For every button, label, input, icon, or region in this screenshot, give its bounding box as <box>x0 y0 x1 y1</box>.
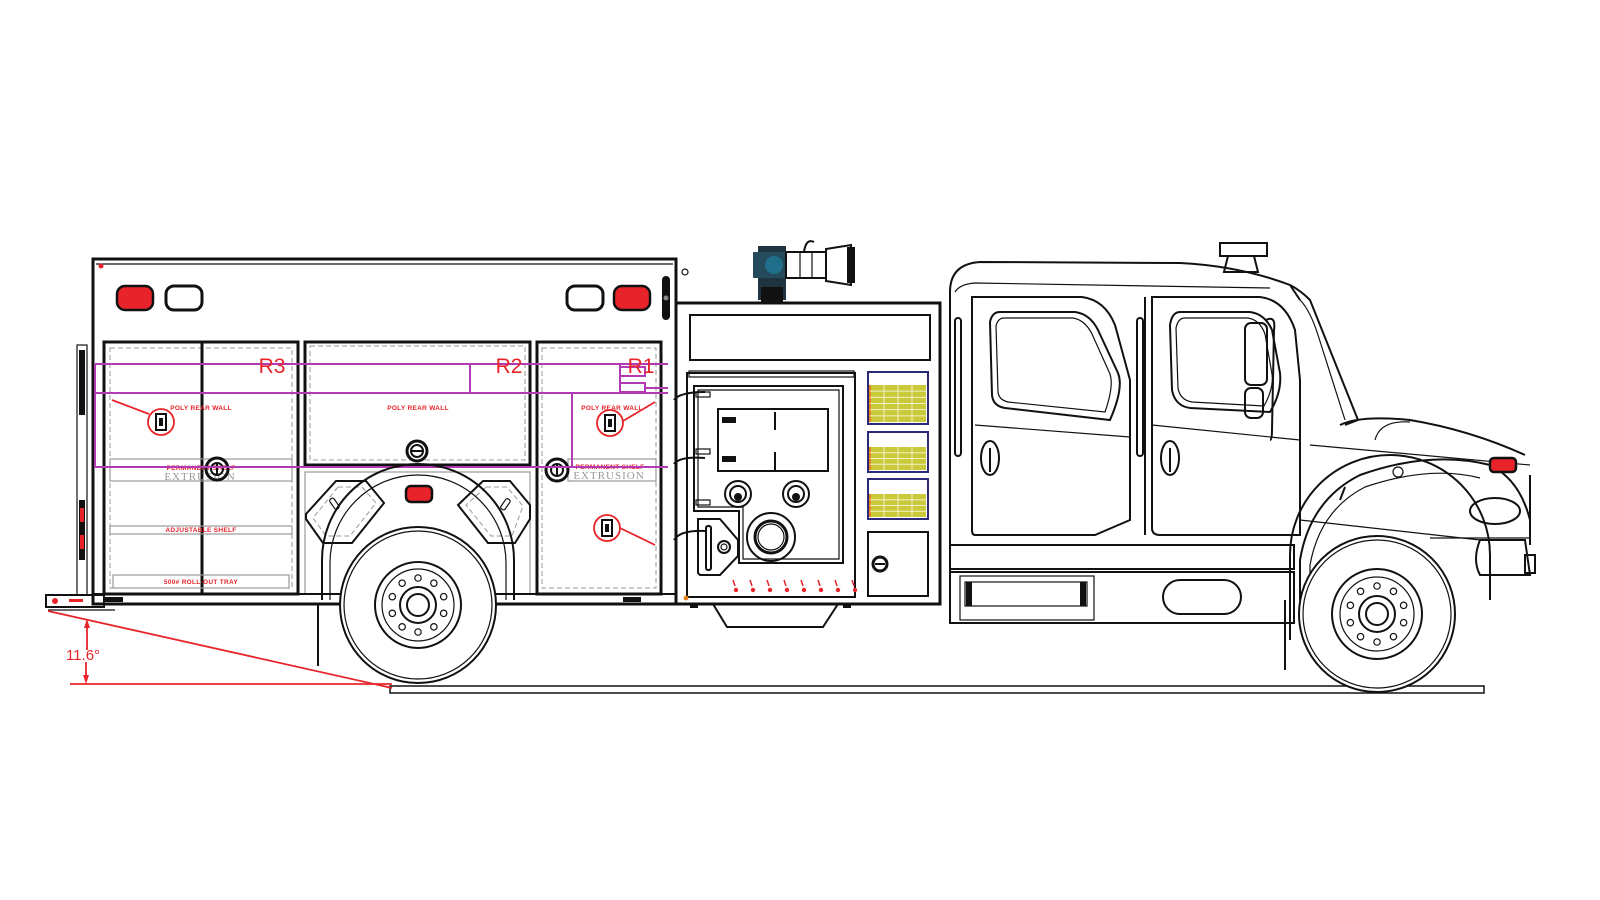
rear-wheel-lug-nuts <box>388 574 448 636</box>
ground-line <box>389 685 1485 694</box>
r2-poly-rear-wall-label: POLY REAR WALL <box>387 405 449 412</box>
compartment-label-r1: R1 <box>628 355 655 378</box>
cab-step-box <box>949 544 1295 624</box>
front-wheel <box>1289 454 1491 693</box>
lug-nut <box>439 592 448 601</box>
lug-nut <box>1356 587 1365 596</box>
roof-light-bar <box>1219 242 1268 273</box>
side-mirror[interactable] <box>1244 317 1276 441</box>
lug-nut <box>1389 632 1398 641</box>
lug-nut <box>1399 618 1408 627</box>
main-intake[interactable] <box>746 512 796 562</box>
lug-nut <box>1356 632 1365 641</box>
lug-nut <box>388 592 397 601</box>
lug-nut <box>414 574 422 582</box>
lug-nut <box>1389 587 1398 596</box>
drain-valve-icon[interactable] <box>817 579 824 593</box>
rear-door-handle-icon[interactable] <box>980 440 1000 476</box>
headlight <box>1469 497 1521 525</box>
cab-grab-handle-rear[interactable] <box>954 317 962 457</box>
r3-rollout-tray-label: 500# ROLL-OUT TRAY <box>164 579 239 586</box>
lug-nut <box>388 609 397 618</box>
compartment-label-r2: R2 <box>496 355 523 378</box>
rear-backup-light-left <box>164 284 204 312</box>
drain-valve-icon[interactable] <box>766 579 773 593</box>
compartment-label-r3: R3 <box>259 355 286 378</box>
routing-lines <box>94 363 668 468</box>
cab <box>949 242 1536 670</box>
rear-brake-light-left <box>115 284 155 312</box>
cab-step[interactable] <box>964 581 1088 607</box>
left-angled-hatch[interactable] <box>305 480 386 544</box>
deck-gun-monitor[interactable] <box>753 240 855 303</box>
lug-nut <box>1399 601 1408 610</box>
drain-valve-icon[interactable] <box>851 579 858 593</box>
lug-nut <box>1373 582 1381 590</box>
lug-nut <box>430 623 438 631</box>
compartment-r2[interactable]: POLY REAR WALL <box>303 340 532 467</box>
rear-cab-door[interactable] <box>971 296 1131 536</box>
drain-valve-icon[interactable] <box>800 579 807 593</box>
pump-panel <box>673 301 942 628</box>
lug-nut <box>430 579 438 587</box>
front-cab-door[interactable] <box>1151 296 1301 536</box>
rear-brake-light-right <box>612 284 652 312</box>
r1-poly-rear-wall-label: POLY REAR WALL <box>581 405 643 412</box>
drain-valve-icon[interactable] <box>749 579 756 593</box>
departure-angle-label: 11.6° <box>66 647 100 664</box>
r3-power-outlet-icon <box>111 399 175 436</box>
gauge-cover[interactable] <box>717 408 829 472</box>
rear-backup-light-right <box>565 284 605 312</box>
side-marker-light <box>404 484 434 504</box>
r2-door-latch-icon[interactable] <box>405 439 429 463</box>
r3-permanent-shelf-label: PERMANENT SHELF <box>167 465 236 472</box>
lug-nut <box>398 579 406 587</box>
lug-nut <box>398 623 406 631</box>
front-wheel-lug-nuts <box>1346 582 1408 646</box>
lug-nut <box>1373 638 1381 646</box>
r1-door-latch-icon[interactable] <box>544 457 570 483</box>
marker-light-icon <box>98 263 104 269</box>
front-marker-light <box>1488 456 1518 474</box>
pump-side-small-compartment[interactable] <box>867 531 929 597</box>
lug-nut <box>1346 601 1355 610</box>
cab-grab-handle-front[interactable] <box>1136 317 1144 457</box>
drain-valve-icon[interactable] <box>732 579 739 593</box>
front-bumper <box>1475 539 1532 576</box>
drain-valve-icon[interactable] <box>783 579 790 593</box>
departure-angle-dimension: 11.6° <box>47 610 393 689</box>
rear-wheel-well-panel <box>304 471 531 595</box>
r1-lower-power-outlet-icon <box>593 514 656 546</box>
lug-nut <box>439 609 448 618</box>
r1-upper-power-outlet-icon <box>596 401 656 437</box>
right-discharge-valve[interactable] <box>782 480 810 508</box>
rear-step[interactable] <box>45 594 115 611</box>
lug-nut <box>414 628 422 636</box>
small-compartment-latch-icon[interactable] <box>871 555 889 573</box>
fuel-tank-cap <box>1162 579 1242 615</box>
left-discharge-valve[interactable] <box>724 480 752 508</box>
drain-valve-icon[interactable] <box>834 579 841 593</box>
right-angled-hatch[interactable] <box>456 480 531 544</box>
r1-extrusion-label: EXTRUSION <box>573 470 644 482</box>
lug-nut <box>1346 618 1355 627</box>
r3-door-latch-icon[interactable] <box>204 456 230 482</box>
r3-poly-rear-wall-label: POLY REAR WALL <box>170 405 232 412</box>
front-door-handle-icon[interactable] <box>1160 440 1180 476</box>
drain-valves <box>732 579 858 593</box>
r3-adjustable-shelf-label: ADJUSTABLE SHELF <box>165 527 236 534</box>
rear-wheel <box>321 463 515 684</box>
